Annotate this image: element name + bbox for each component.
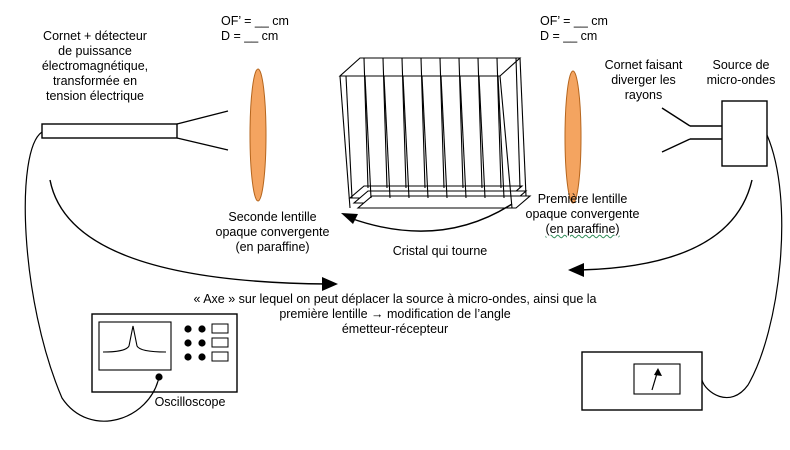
oscilloscope: [91, 313, 238, 393]
axis-label: « Axe » sur lequel on peut déplacer la s…: [193, 292, 597, 336]
second-lens-params: OF’ = __ cm D = __ cm: [221, 14, 289, 43]
crystal-rod: [402, 75, 410, 199]
crystal-rotation-arrow: [341, 203, 513, 232]
second-lens: [249, 68, 267, 202]
crystal-rod: [497, 75, 505, 199]
rotating-crystal: [338, 57, 532, 209]
crystal-rod: [345, 75, 353, 199]
crystal-frame-post: [519, 57, 527, 197]
microwave-source-box: [721, 100, 768, 167]
crystal-label: Cristal qui tourne: [392, 244, 488, 258]
crystal-frame-post: [499, 75, 513, 209]
receiver-horn-label: Cornet + détecteur de puissance électrom…: [41, 29, 149, 103]
crystal-rod: [383, 75, 391, 199]
diverging-horn: [661, 107, 722, 153]
crystal-rod: [364, 75, 372, 199]
first-lens: [564, 70, 582, 204]
source-label: Source de micro-ondes: [706, 58, 776, 87]
crystal-bottom-plate: [356, 195, 532, 209]
first-lens-params: OF’ = __ cm D = __ cm: [540, 14, 608, 43]
crystal-top-plate: [338, 57, 522, 77]
crystal-frame-post: [339, 75, 351, 209]
axis-arc-arrows: [49, 179, 753, 291]
first-lens-label: Première lentille opaque convergente (en…: [525, 192, 640, 236]
receiver-horn: [41, 110, 229, 151]
second-lens-label: Seconde lentille opaque convergente (en …: [215, 210, 330, 254]
crystal-rod: [421, 75, 429, 199]
oscilloscope-label: Oscilloscope: [154, 395, 226, 409]
meter: [581, 351, 703, 411]
crystal-rod: [459, 75, 467, 199]
source-cable: [701, 134, 783, 399]
receiver-cable: [24, 131, 160, 422]
crystal-rod: [478, 75, 486, 199]
crystal-rod: [440, 75, 448, 199]
diverging-horn-label: Cornet faisant diverger les rayons: [604, 58, 683, 102]
crystal-rod: [515, 57, 521, 189]
